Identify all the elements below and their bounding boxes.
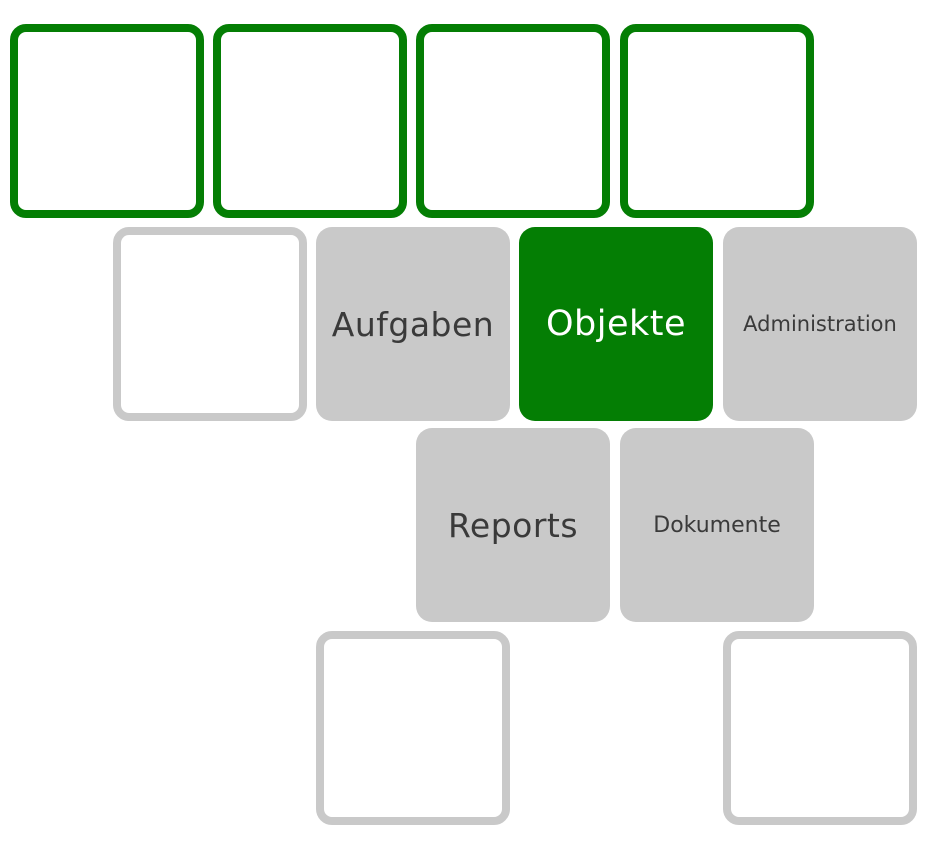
empty-tile-green-2[interactable] xyxy=(213,24,407,218)
tile-administration-label: Administration xyxy=(743,312,897,336)
empty-tile-green-4[interactable] xyxy=(620,24,814,218)
tile-aufgaben[interactable]: Aufgaben xyxy=(316,227,510,421)
tile-reports-label: Reports xyxy=(447,505,579,545)
empty-tile-green-3[interactable] xyxy=(416,24,610,218)
tile-aufgaben-label: Aufgaben xyxy=(331,304,495,344)
empty-tile-gray-2[interactable] xyxy=(316,631,510,825)
tile-dokumente[interactable]: Dokumente xyxy=(620,428,814,622)
tile-administration[interactable]: Administration xyxy=(723,227,917,421)
empty-tile-gray-1[interactable] xyxy=(113,227,307,421)
empty-tile-green-1[interactable] xyxy=(10,24,204,218)
empty-tile-gray-3[interactable] xyxy=(723,631,917,825)
tile-dokumente-label: Dokumente xyxy=(653,512,781,538)
tile-reports[interactable]: Reports xyxy=(416,428,610,622)
tile-objekte-label: Objekte xyxy=(545,304,687,344)
tile-objekte[interactable]: Objekte xyxy=(519,227,713,421)
